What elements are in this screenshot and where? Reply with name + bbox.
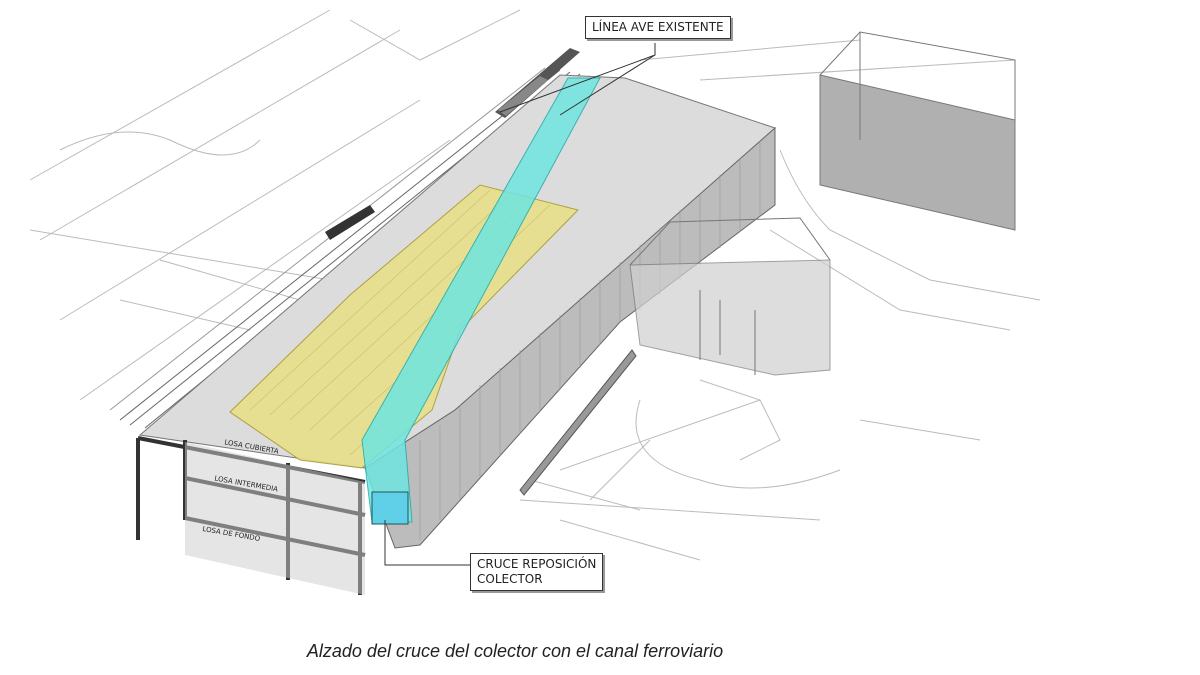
figure-caption: Alzado del cruce del colector con el can…: [306, 641, 724, 661]
ave-line-callout: LÍNEA AVE EXISTENTE: [585, 16, 731, 39]
adjacent-buildings: [629, 31, 1016, 376]
side-wall-hatching: [419, 141, 761, 540]
collector-label-line2: COLECTOR: [477, 572, 543, 586]
callout-leaders: [384, 43, 656, 566]
yellow-hatching: [249, 189, 551, 456]
background-site-linework: [29, 9, 1041, 561]
front-face: [185, 442, 365, 595]
retaining-wall: [519, 349, 637, 496]
collector-crossing-callout: CRUCE REPOSICIÓN COLECTOR: [470, 553, 604, 591]
train: [325, 48, 580, 240]
collector-cyan-pipe: [361, 77, 601, 523]
railway-tracks: [109, 67, 591, 431]
ave-line-label: LÍNEA AVE EXISTENTE: [592, 20, 724, 34]
collector-box: [371, 491, 409, 525]
collector-label-line1: CRUCE REPOSICIÓN: [477, 557, 597, 571]
